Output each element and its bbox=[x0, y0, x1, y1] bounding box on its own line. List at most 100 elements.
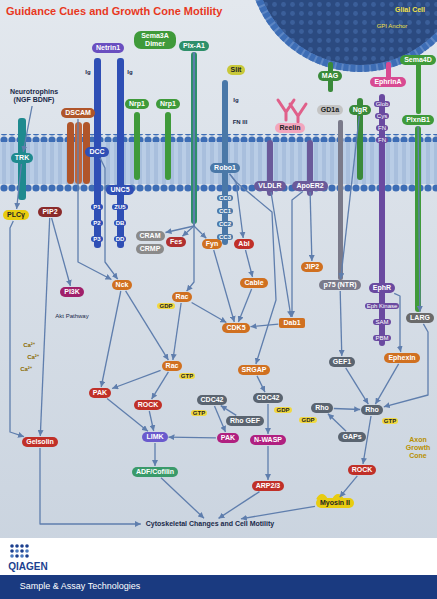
signal-arrow bbox=[310, 192, 312, 261]
annotation-label: SAM bbox=[373, 319, 390, 326]
signal-arrow bbox=[101, 291, 121, 387]
signal-arrow bbox=[126, 291, 169, 360]
node-text: Plx-A1 bbox=[183, 42, 205, 50]
node-text: PIP2 bbox=[42, 208, 57, 216]
signal-arrow bbox=[340, 291, 342, 356]
text-node: Cytoskeletal Changes and Cell Motility bbox=[142, 519, 278, 529]
pathway-protein: Slit bbox=[227, 65, 246, 75]
node-text: PLCγ bbox=[7, 211, 25, 219]
node-text: DSCAM bbox=[65, 109, 91, 117]
node-text: N-WASP bbox=[254, 436, 282, 444]
pathway-protein: PI3K bbox=[60, 287, 84, 297]
pathway-protein: MAG bbox=[318, 71, 342, 81]
node-text: EphrinA bbox=[374, 78, 401, 86]
node-text: ARP2/3 bbox=[256, 482, 281, 490]
node-text: Dab1 bbox=[283, 319, 300, 327]
signal-arrow bbox=[152, 372, 169, 399]
annotation-label: GDP bbox=[299, 417, 316, 424]
node-text: SRGAP bbox=[242, 366, 267, 374]
pathway-protein: Reelin bbox=[275, 123, 304, 133]
signal-arrow bbox=[40, 448, 141, 524]
signal-arrow bbox=[346, 368, 369, 404]
annotation-label: GDP bbox=[157, 303, 174, 310]
node-text: GAPs bbox=[342, 433, 361, 441]
node-text: ROCK bbox=[138, 401, 159, 409]
node-text: DCC bbox=[89, 148, 104, 156]
node-text: NgR bbox=[353, 106, 367, 114]
signal-arrow bbox=[161, 478, 204, 519]
signal-arrow bbox=[267, 404, 268, 434]
pathway-protein: Abl bbox=[234, 239, 253, 249]
node-text: ADF/Cofilin bbox=[136, 468, 174, 476]
pathway-protein: EphR bbox=[369, 283, 395, 293]
signal-arrow bbox=[187, 52, 194, 291]
signal-arrow bbox=[192, 303, 227, 323]
node-text: Cytoskeletal Changes and Cell Motility bbox=[146, 520, 274, 528]
node-text: Fyn bbox=[206, 240, 218, 248]
pathway-protein: Dab1 bbox=[279, 318, 304, 328]
pathway-protein: Plx-A1 bbox=[179, 41, 209, 51]
node-text: ROCK bbox=[352, 466, 373, 474]
node-text: Rho bbox=[315, 404, 329, 412]
pathway-protein: LIMK bbox=[142, 432, 167, 442]
signal-arrow bbox=[17, 164, 22, 209]
signal-arrow bbox=[10, 221, 24, 437]
node-text: CRMP bbox=[140, 245, 161, 253]
node-text: PlxnB1 bbox=[406, 116, 430, 124]
node-text: Nrp1 bbox=[160, 100, 176, 108]
signal-arrow bbox=[23, 106, 32, 152]
pathway-protein: Fes bbox=[166, 237, 186, 247]
node-text: VLDLR bbox=[258, 182, 281, 190]
node-text: CDC42 bbox=[201, 396, 224, 404]
signal-arrow bbox=[194, 52, 206, 238]
text-node: Neurotrophins (NGF BDNF) bbox=[0, 87, 69, 105]
pathway-protein: Myosin II bbox=[316, 498, 354, 508]
pathway-protein: PLCγ bbox=[3, 210, 29, 220]
annotation-label: GDP bbox=[274, 407, 291, 414]
signal-arrow bbox=[246, 250, 253, 277]
annotation-label: DD bbox=[114, 236, 127, 243]
annotation-label: FN bbox=[376, 125, 388, 132]
signal-arrow bbox=[375, 364, 398, 404]
node-text: UNC5 bbox=[110, 186, 129, 194]
node-text: CDK5 bbox=[226, 324, 245, 332]
node-text: LIMK bbox=[146, 433, 163, 441]
node-text: CDC42 bbox=[257, 394, 280, 402]
pathway-protein: Netrin1 bbox=[92, 43, 124, 53]
pathway-protein: PAK bbox=[217, 433, 239, 443]
pathway-protein: Sema4D bbox=[400, 55, 436, 65]
annotation-label: Ig bbox=[85, 69, 90, 76]
cell-membrane bbox=[0, 134, 437, 192]
signal-arrow bbox=[334, 409, 360, 410]
diagram-title: Guidance Cues and Growth Cone Motility bbox=[6, 5, 222, 17]
pathway-protein: p75 (NTR) bbox=[319, 280, 360, 290]
pathway-protein: Rac bbox=[162, 361, 183, 371]
node-text: Netrin1 bbox=[96, 44, 120, 52]
signal-arrow bbox=[154, 443, 155, 466]
pathway-protein: PAK bbox=[89, 388, 111, 398]
pathway-protein: CDC42 bbox=[197, 395, 228, 405]
node-text: CRAM bbox=[140, 232, 161, 240]
annotation-label: FN III bbox=[233, 119, 248, 126]
signal-arrow bbox=[215, 406, 226, 432]
node-text: Rac bbox=[166, 362, 179, 370]
annotation-label: Ca²⁺ bbox=[27, 354, 39, 361]
annotation-label: P3 bbox=[91, 236, 102, 243]
signal-arrow bbox=[267, 446, 268, 480]
annotation-label: GPI Anchor bbox=[377, 23, 408, 30]
node-text: Sema4D bbox=[404, 56, 432, 64]
node-text: LARG bbox=[410, 314, 430, 322]
signal-arrow bbox=[78, 119, 112, 280]
pathway-protein: ApoER2 bbox=[292, 181, 327, 191]
signal-arrow bbox=[341, 116, 360, 279]
signal-arrow bbox=[52, 218, 71, 286]
signal-arrow bbox=[251, 324, 279, 327]
pathway-protein: UNC5 bbox=[106, 185, 133, 195]
node-text: PI3K bbox=[64, 288, 80, 296]
signal-arrow bbox=[418, 126, 420, 312]
node-text: Fes bbox=[170, 238, 182, 246]
pathway-protein: PlxnB1 bbox=[402, 115, 434, 125]
annotation-label: FN bbox=[376, 137, 388, 144]
signal-arrow bbox=[40, 218, 49, 436]
